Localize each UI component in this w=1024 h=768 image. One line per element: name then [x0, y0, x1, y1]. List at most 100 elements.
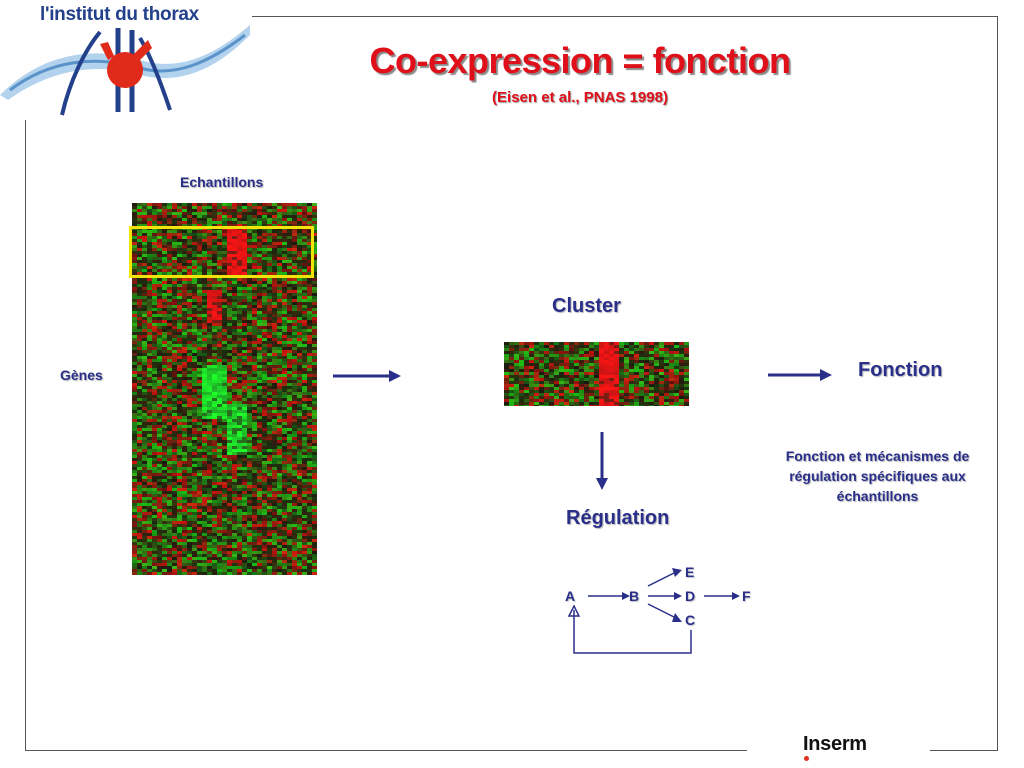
array-cell: [177, 443, 182, 446]
array-cell: [312, 470, 317, 473]
array-cell: [152, 278, 157, 281]
array-cell: [152, 530, 157, 533]
array-cell: [247, 512, 252, 515]
array-cell: [287, 371, 292, 374]
array-cell: [222, 551, 227, 554]
array-cell: [267, 509, 272, 512]
array-cell: [217, 203, 222, 206]
array-cell: [302, 218, 307, 221]
array-cell: [292, 203, 297, 206]
array-cell: [237, 242, 242, 245]
array-cell: [287, 527, 292, 530]
array-cell: [157, 266, 162, 269]
array-cell: [252, 356, 257, 359]
array-cell: [192, 488, 197, 491]
array-cell: [137, 320, 142, 323]
array-cell: [262, 527, 267, 530]
array-cell: [212, 404, 217, 407]
array-cell: [157, 209, 162, 212]
array-cell: [227, 221, 232, 224]
array-cell: [147, 317, 152, 320]
array-cell: [147, 416, 152, 419]
array-cell: [272, 539, 277, 542]
array-cell: [232, 542, 237, 545]
array-cell: [167, 491, 172, 494]
array-cell: [132, 392, 137, 395]
array-cell: [202, 245, 207, 248]
array-cell: [202, 269, 207, 272]
array-cell: [277, 356, 282, 359]
array-cell: [147, 272, 152, 275]
array-cell: [242, 221, 247, 224]
array-cell: [227, 413, 232, 416]
array-cell: [277, 569, 282, 572]
array-cell: [172, 344, 177, 347]
array-cell: [197, 299, 202, 302]
array-cell: [267, 299, 272, 302]
array-cell: [192, 371, 197, 374]
array-cell: [192, 506, 197, 509]
array-cell: [282, 305, 287, 308]
array-cell: [539, 345, 544, 348]
array-cell: [147, 545, 152, 548]
array-cell: [207, 413, 212, 416]
array-cell: [142, 359, 147, 362]
array-cell: [157, 314, 162, 317]
array-cell: [182, 239, 187, 242]
array-cell: [157, 407, 162, 410]
array-cell: [232, 383, 237, 386]
array-cell: [519, 366, 524, 369]
array-cell: [257, 302, 262, 305]
array-cell: [307, 395, 312, 398]
array-cell: [307, 272, 312, 275]
array-cell: [187, 446, 192, 449]
array-cell: [167, 299, 172, 302]
array-cell: [207, 389, 212, 392]
array-cell: [197, 362, 202, 365]
array-cell: [132, 293, 137, 296]
array-cell: [192, 281, 197, 284]
array-cell: [237, 554, 242, 557]
array-cell: [297, 413, 302, 416]
array-cell: [142, 503, 147, 506]
array-cell: [172, 377, 177, 380]
array-cell: [182, 323, 187, 326]
array-cell: [237, 209, 242, 212]
array-cell: [292, 491, 297, 494]
array-cell: [277, 572, 282, 575]
array-cell: [539, 366, 544, 369]
array-cell: [202, 356, 207, 359]
array-cell: [262, 434, 267, 437]
array-cell: [237, 458, 242, 461]
array-cell: [257, 377, 262, 380]
array-cell: [252, 320, 257, 323]
array-cell: [207, 230, 212, 233]
array-cell: [217, 476, 222, 479]
array-cell: [187, 224, 192, 227]
array-cell: [307, 359, 312, 362]
array-cell: [252, 560, 257, 563]
array-cell: [167, 269, 172, 272]
array-cell: [307, 287, 312, 290]
array-cell: [152, 452, 157, 455]
array-cell: [247, 524, 252, 527]
array-cell: [227, 506, 232, 509]
array-cell: [157, 299, 162, 302]
array-cell: [312, 440, 317, 443]
array-cell: [292, 392, 297, 395]
array-cell: [252, 536, 257, 539]
array-cell: [142, 569, 147, 572]
array-cell: [242, 539, 247, 542]
array-cell: [302, 233, 307, 236]
array-cell: [267, 272, 272, 275]
array-cell: [282, 302, 287, 305]
array-cell: [257, 332, 262, 335]
array-cell: [232, 245, 237, 248]
array-cell: [212, 479, 217, 482]
array-cell: [197, 323, 202, 326]
array-cell: [222, 563, 227, 566]
array-cell: [307, 467, 312, 470]
array-cell: [132, 236, 137, 239]
array-cell: [302, 365, 307, 368]
array-cell: [162, 242, 167, 245]
